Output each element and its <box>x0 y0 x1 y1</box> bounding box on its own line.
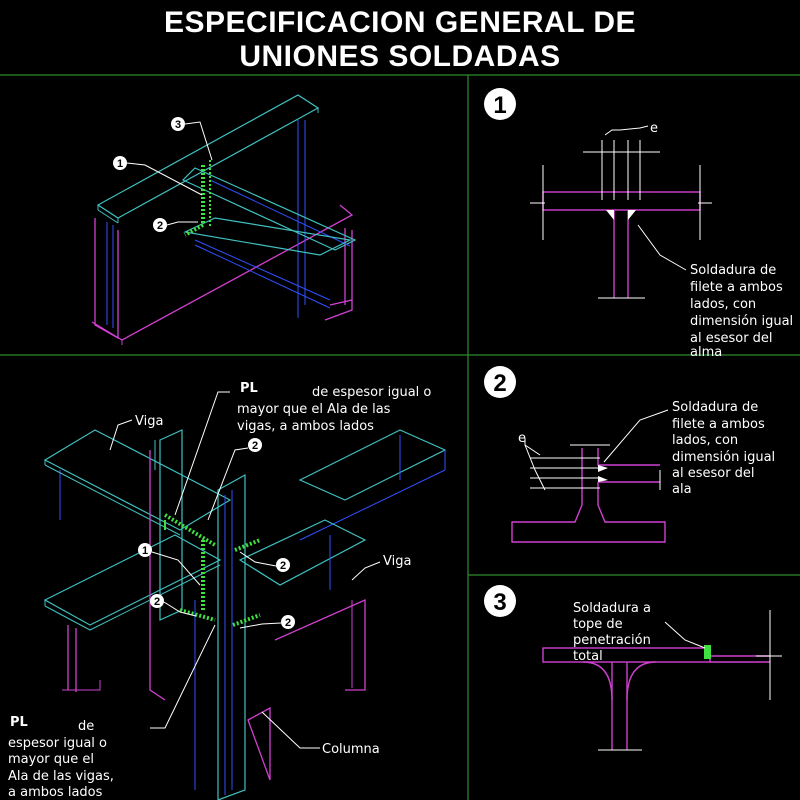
title-block: ESPECIFICACION GENERAL DE UNIONES SOLDAD… <box>0 0 800 74</box>
viga-label-left: Viga <box>135 414 163 429</box>
iso-column-cross-connection: PL de espesor igual o mayor que el Ala d… <box>8 381 447 800</box>
iso1-callout-2: 2 <box>153 218 198 232</box>
iso2-pl-note-2: PL de espesor igual o mayor que el Ala d… <box>8 624 216 800</box>
iso2-callout-2b: 2 <box>239 551 290 572</box>
viga-label-right: Viga <box>383 554 411 569</box>
pl-symbol-1: PL <box>240 381 258 396</box>
iso1-callout-3: 3 <box>171 117 213 161</box>
iso2-callout-2a: 2 <box>207 438 262 521</box>
detail-1-note: Soldadura de filete a ambos lados, con d… <box>690 263 797 360</box>
iso2-callout-2c: 2 <box>150 594 197 617</box>
detail-2: 2 e Soldadura de filete a ambos lados, c… <box>484 366 779 543</box>
iso2-callout-2d: 2 <box>239 615 295 629</box>
detail-1-e-label: e <box>650 121 658 136</box>
detail-2-note: Soldadura de filete a ambos lados, con d… <box>672 400 779 497</box>
page-title-line-1: ESPECIFICACION GENERAL DE <box>163 6 636 39</box>
detail-1-number: 1 <box>493 92 506 119</box>
svg-text:1: 1 <box>117 158 123 170</box>
svg-text:3: 3 <box>175 119 181 131</box>
detail-2-number: 2 <box>493 370 506 397</box>
iso-beam-connection-1: 3 1 2 <box>91 94 357 345</box>
detail-2-e-label: e <box>518 431 526 446</box>
svg-text:2: 2 <box>285 617 291 629</box>
columna-label: Columna <box>322 742 380 757</box>
pl-note-2-text: de espesor igual o mayor que el Ala de l… <box>8 719 118 800</box>
detail-1: 1 e Soldadura de filete a ambos la <box>484 88 797 360</box>
svg-text:2: 2 <box>252 440 258 452</box>
iso1-callout-1: 1 <box>113 156 203 196</box>
detail-3-note: Soldadura a tope de penetración total <box>573 601 655 664</box>
detail-3: 3 Soldadura a tope de penetración total <box>484 585 782 751</box>
svg-text:2: 2 <box>154 596 160 608</box>
svg-text:2: 2 <box>280 560 286 572</box>
svg-text:2: 2 <box>157 220 163 232</box>
pl-note-1-text: de espesor igual o mayor que el Ala de l… <box>237 385 436 434</box>
page-title-line-2: UNIONES SOLDADAS <box>239 40 561 73</box>
svg-text:1: 1 <box>142 545 148 557</box>
pl-symbol-2: PL <box>10 715 28 730</box>
iso2-pl-note-1: PL de espesor igual o mayor que el Ala d… <box>174 381 436 516</box>
iso2-callout-1: 1 <box>138 543 201 586</box>
frame-lines <box>0 74 800 800</box>
detail-3-number: 3 <box>493 589 506 616</box>
